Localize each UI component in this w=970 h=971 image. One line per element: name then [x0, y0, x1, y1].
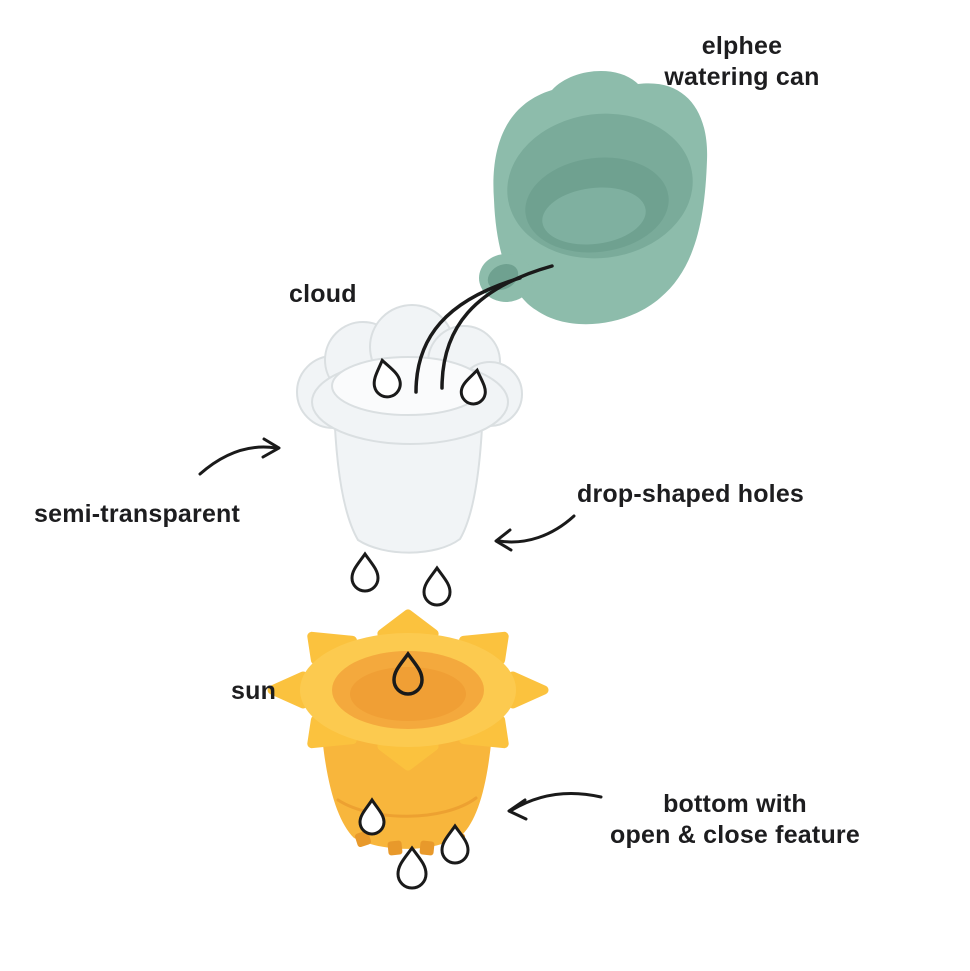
- sun-bottom-tab: [387, 840, 403, 856]
- water-drop-icon: [396, 845, 428, 890]
- sun-ray: [267, 671, 308, 709]
- water-arc: [440, 264, 554, 390]
- annotation-arrows: [198, 437, 603, 821]
- water-arc: [414, 276, 522, 394]
- sun-ray: [377, 609, 439, 639]
- cloud-drop-holes: [372, 357, 487, 406]
- watering-can-label: elphee watering can: [618, 31, 866, 92]
- watering-can-spout-opening: [487, 264, 519, 290]
- water-drop-icon: [358, 797, 386, 836]
- drop-shaped-holes-label: drop-shaped holes: [577, 480, 805, 508]
- water-drop-icon: [459, 367, 487, 406]
- sun-ray: [508, 671, 549, 709]
- watering-can-label-line2: watering can: [664, 62, 820, 91]
- water-drop-icon: [372, 357, 402, 399]
- sun-bottom-tab: [354, 830, 372, 848]
- arrow-drop-holes: [497, 514, 576, 544]
- sun-cup-seam: [336, 796, 478, 818]
- water-pour-arcs: [414, 264, 554, 394]
- drops-below-cloud: [350, 551, 452, 607]
- watering-can-floor: [542, 187, 646, 245]
- arrowhead-icon: [494, 528, 513, 552]
- drops-below-sun: [358, 797, 470, 890]
- sun-label: sun: [231, 677, 277, 705]
- sun-rays: [267, 609, 549, 771]
- watering-can-graphic: [479, 71, 708, 325]
- watering-can-label-line1: elphee: [701, 32, 783, 60]
- cloud-label: cloud: [289, 280, 357, 308]
- sun-cup-graphic: [267, 609, 549, 856]
- sun-bottom-tab: [419, 840, 435, 856]
- arrowhead-icon: [261, 437, 281, 459]
- arrowhead-icon: [507, 798, 528, 821]
- water-drop-icon: [392, 651, 424, 696]
- water-drop-icon: [440, 823, 470, 865]
- cloud-cup-graphic: [296, 304, 523, 554]
- water-drop-icon: [350, 551, 380, 593]
- semi-transparent-label: semi-transparent: [34, 500, 241, 528]
- bottom-feature-label: bottom with open & close feature: [590, 789, 880, 850]
- water-drop-icon: [422, 565, 452, 607]
- arrow-bottom-feature: [510, 791, 603, 812]
- bottom-feature-label-line2: open & close feature: [610, 820, 860, 849]
- bottom-feature-label-line1: bottom with: [663, 790, 807, 818]
- arrow-semi-transparent: [198, 445, 278, 476]
